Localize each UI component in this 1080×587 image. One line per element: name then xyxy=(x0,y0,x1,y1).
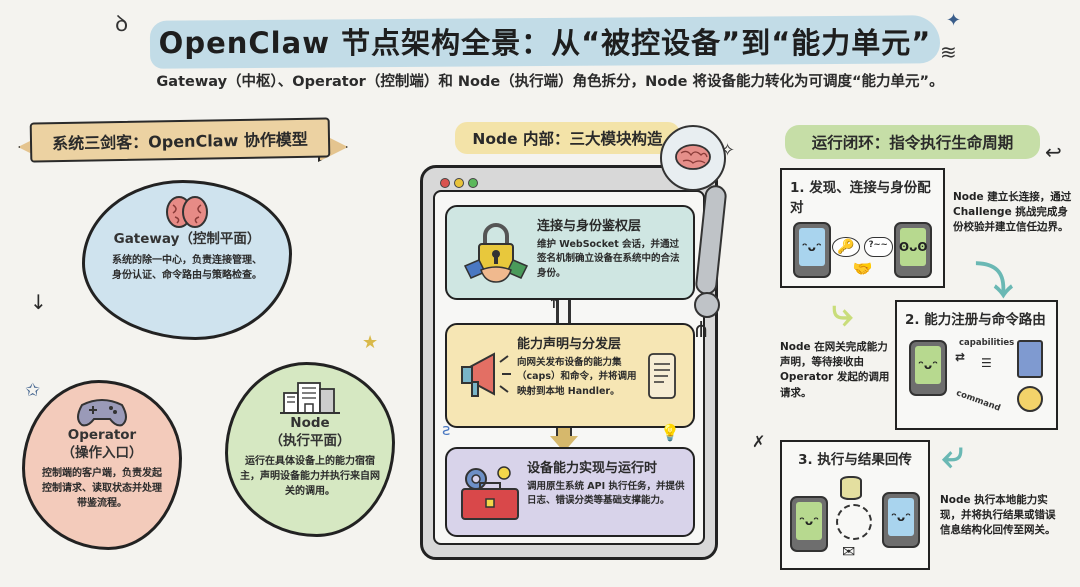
x-doodle-icon: ✗ xyxy=(752,432,766,451)
phone-icon: ᵔᴗᵔ xyxy=(792,222,831,278)
building-icon xyxy=(280,382,340,414)
operator-desc: 控制端的客户端，负责发起控制请求、读取状态并处理带鉴流程。 xyxy=(42,468,162,510)
arrow-up-icon: ↑ xyxy=(548,296,560,312)
star-doodle-icon: ✦ xyxy=(946,10,962,31)
left-section-banner-label: 系统三剑客：OpenClaw 协作模型 xyxy=(52,129,309,154)
step-title: 1. 发现、连接与身份配对 xyxy=(790,180,931,216)
robot-arm-joint xyxy=(694,292,720,318)
phone-icon: ᵔᴗᵔ xyxy=(790,496,828,552)
lightbulb-doodle-icon: 💡 xyxy=(660,423,680,442)
gateway-title: Gateway（控制平面） xyxy=(113,231,261,247)
star-doodle-icon: ★ xyxy=(362,332,379,353)
node-title-line2: （执行平面） xyxy=(269,432,351,449)
question-bubble: ?~~ xyxy=(863,237,893,257)
scribble-doodle-icon: ≋ xyxy=(940,40,957,64)
server-icon xyxy=(1017,340,1043,378)
phone-icon: ʘᴗʘ xyxy=(894,222,933,278)
database-gear-icon xyxy=(840,476,862,500)
scroll-document-icon xyxy=(648,352,676,399)
key-bubble-icon: 🔑 xyxy=(832,237,860,257)
node-cloud: Node （执行平面） 运行在具体设备上的能力宿宿主，声明设备能力并执行来自网关… xyxy=(225,362,395,537)
cycle-arrows-icon xyxy=(836,504,872,540)
middle-section-banner: Node 内部：三大模块构造 xyxy=(455,122,680,154)
node-title-line1: Node xyxy=(290,415,330,431)
node-desc: 运行在具体设备上的能力宿宿主，声明设备能力并执行来自网关的调用。 xyxy=(240,456,380,498)
window-dot-red-icon xyxy=(440,178,450,188)
operator-person-icon xyxy=(1017,386,1043,412)
operator-cloud: Operator （操作入口） 控制端的客户端，负责发起控制请求、读取状态并处理… xyxy=(22,380,182,550)
star-doodle-icon: ✩ xyxy=(25,380,41,401)
squiggle-doodle-icon: ƨ xyxy=(442,420,451,439)
step-3-note: Node 执行本地能力实现，并将执行结果或错误信息结构化回传至网关。 xyxy=(940,494,1056,537)
right-section-banner-label: 运行闭环：指令执行生命周期 xyxy=(811,134,1014,152)
command-label: command xyxy=(954,388,1002,414)
megaphone-icon xyxy=(461,351,511,397)
module-connection-auth: 连接与身份鉴权层 维护 WebSocket 会话，并通过签名机制确立设备在系统中… xyxy=(445,205,695,300)
gateway-desc: 系统的除一中心，负责连接管理、身份认证、命令路由与策略检查。 xyxy=(112,254,262,281)
phone-icon: ᵔᴗᵔ xyxy=(882,492,920,548)
module-desc: 维护 WebSocket 会话，并通过签名机制确立设备在系统中的合法身份。 xyxy=(537,239,680,279)
page-subtitle: Gateway（中枢）、Operator（控制端）和 Node（执行端）角色拆分… xyxy=(156,74,944,90)
module-title: 连接与身份鉴权层 xyxy=(537,219,642,234)
module-title: 能力声明与分发层 xyxy=(517,337,622,352)
connector-line xyxy=(556,300,559,324)
loop-arrow-doodle-icon: ↩ xyxy=(1045,140,1062,164)
operator-title-line2: （操作入口） xyxy=(61,444,143,461)
list-icon: ☰ xyxy=(981,356,992,370)
phone-icon: ᵔᴗᵔ xyxy=(909,340,947,396)
middle-section-banner-label: Node 内部：三大模块构造 xyxy=(472,130,663,148)
brain-icon xyxy=(166,196,208,228)
module-desc: 向网关发布设备的能力集（caps）和命令，并将调用映射到本地 Handler。 xyxy=(517,357,637,397)
handshake-icon: 🤝 xyxy=(852,259,873,278)
curved-arrow-left-icon: ⤶ xyxy=(942,432,964,476)
step-1-note: Node 建立长连接，通过 Challenge 挑战完成身份校验并建立信任边界。 xyxy=(953,191,1072,234)
envelope-icon: ✉ xyxy=(842,542,856,561)
capabilities-label: capabilities xyxy=(959,338,1015,348)
module-desc: 调用原生系统 API 执行任务，并提供日志、错误分类等基础支撑能力。 xyxy=(527,481,685,507)
robot-brain-dome xyxy=(660,125,726,191)
operator-title-line1: Operator xyxy=(67,427,137,443)
gateway-cloud: Gateway（控制平面） 系统的除一中心，负责连接管理、身份认证、命令路由与策… xyxy=(82,180,292,340)
connector-line xyxy=(568,300,571,324)
toolbox-icon xyxy=(461,466,519,520)
loop-arrow-doodle-icon: ↓ xyxy=(30,290,47,314)
lock-handshake-icon xyxy=(463,222,529,283)
window-dot-yellow-icon xyxy=(454,178,464,188)
robot-claw-icon: ⋔ xyxy=(692,318,711,343)
step-1-card: 1. 发现、连接与身份配对 ᵔᴗᵔ 🔑 ?~~ 🤝 ʘᴗʘ xyxy=(780,168,945,288)
curved-arrow-down-icon: ⤵ xyxy=(975,259,1014,303)
step-title: 2. 能力注册与命令路由 xyxy=(905,312,1046,328)
module-title: 设备能力实现与运行时 xyxy=(527,461,658,476)
step-2-note: Node 在网关完成能力声明，等待接收由 Operator 发起的调用请求。 xyxy=(780,341,890,399)
gamepad-icon xyxy=(77,399,127,427)
brain-icon xyxy=(675,144,711,170)
window-dot-green-icon xyxy=(468,178,478,188)
page-title: OpenClaw 节点架构全景：从“被控设备”到“能力单元” xyxy=(158,26,932,60)
right-section-banner: 运行闭环：指令执行生命周期 xyxy=(785,125,1040,159)
step-3-card: 3. 执行与结果回传 ᵔᴗᵔ ✉ ᵔᴗᵔ xyxy=(780,440,930,570)
bidirectional-arrow-icon: ⇄ xyxy=(955,350,966,364)
curved-arrow-right-icon: ⤷ xyxy=(832,290,854,334)
step-2-card: 2. 能力注册与命令路由 ᵔᴗᵔ capabilities ⇄ ☰ comman… xyxy=(895,300,1058,430)
module-capability-declaration: 能力声明与分发层 向网关发布设备的能力集（caps）和命令，并将调用映射到本地 … xyxy=(445,323,695,428)
step-title: 3. 执行与结果回传 xyxy=(798,452,912,468)
swirl-doodle-icon: ꝺ xyxy=(115,12,129,37)
left-section-banner: 系统三剑客：OpenClaw 协作模型 xyxy=(29,117,331,163)
module-runtime: 设备能力实现与运行时 调用原生系统 API 执行任务，并提供日志、错误分类等基础… xyxy=(445,447,695,537)
